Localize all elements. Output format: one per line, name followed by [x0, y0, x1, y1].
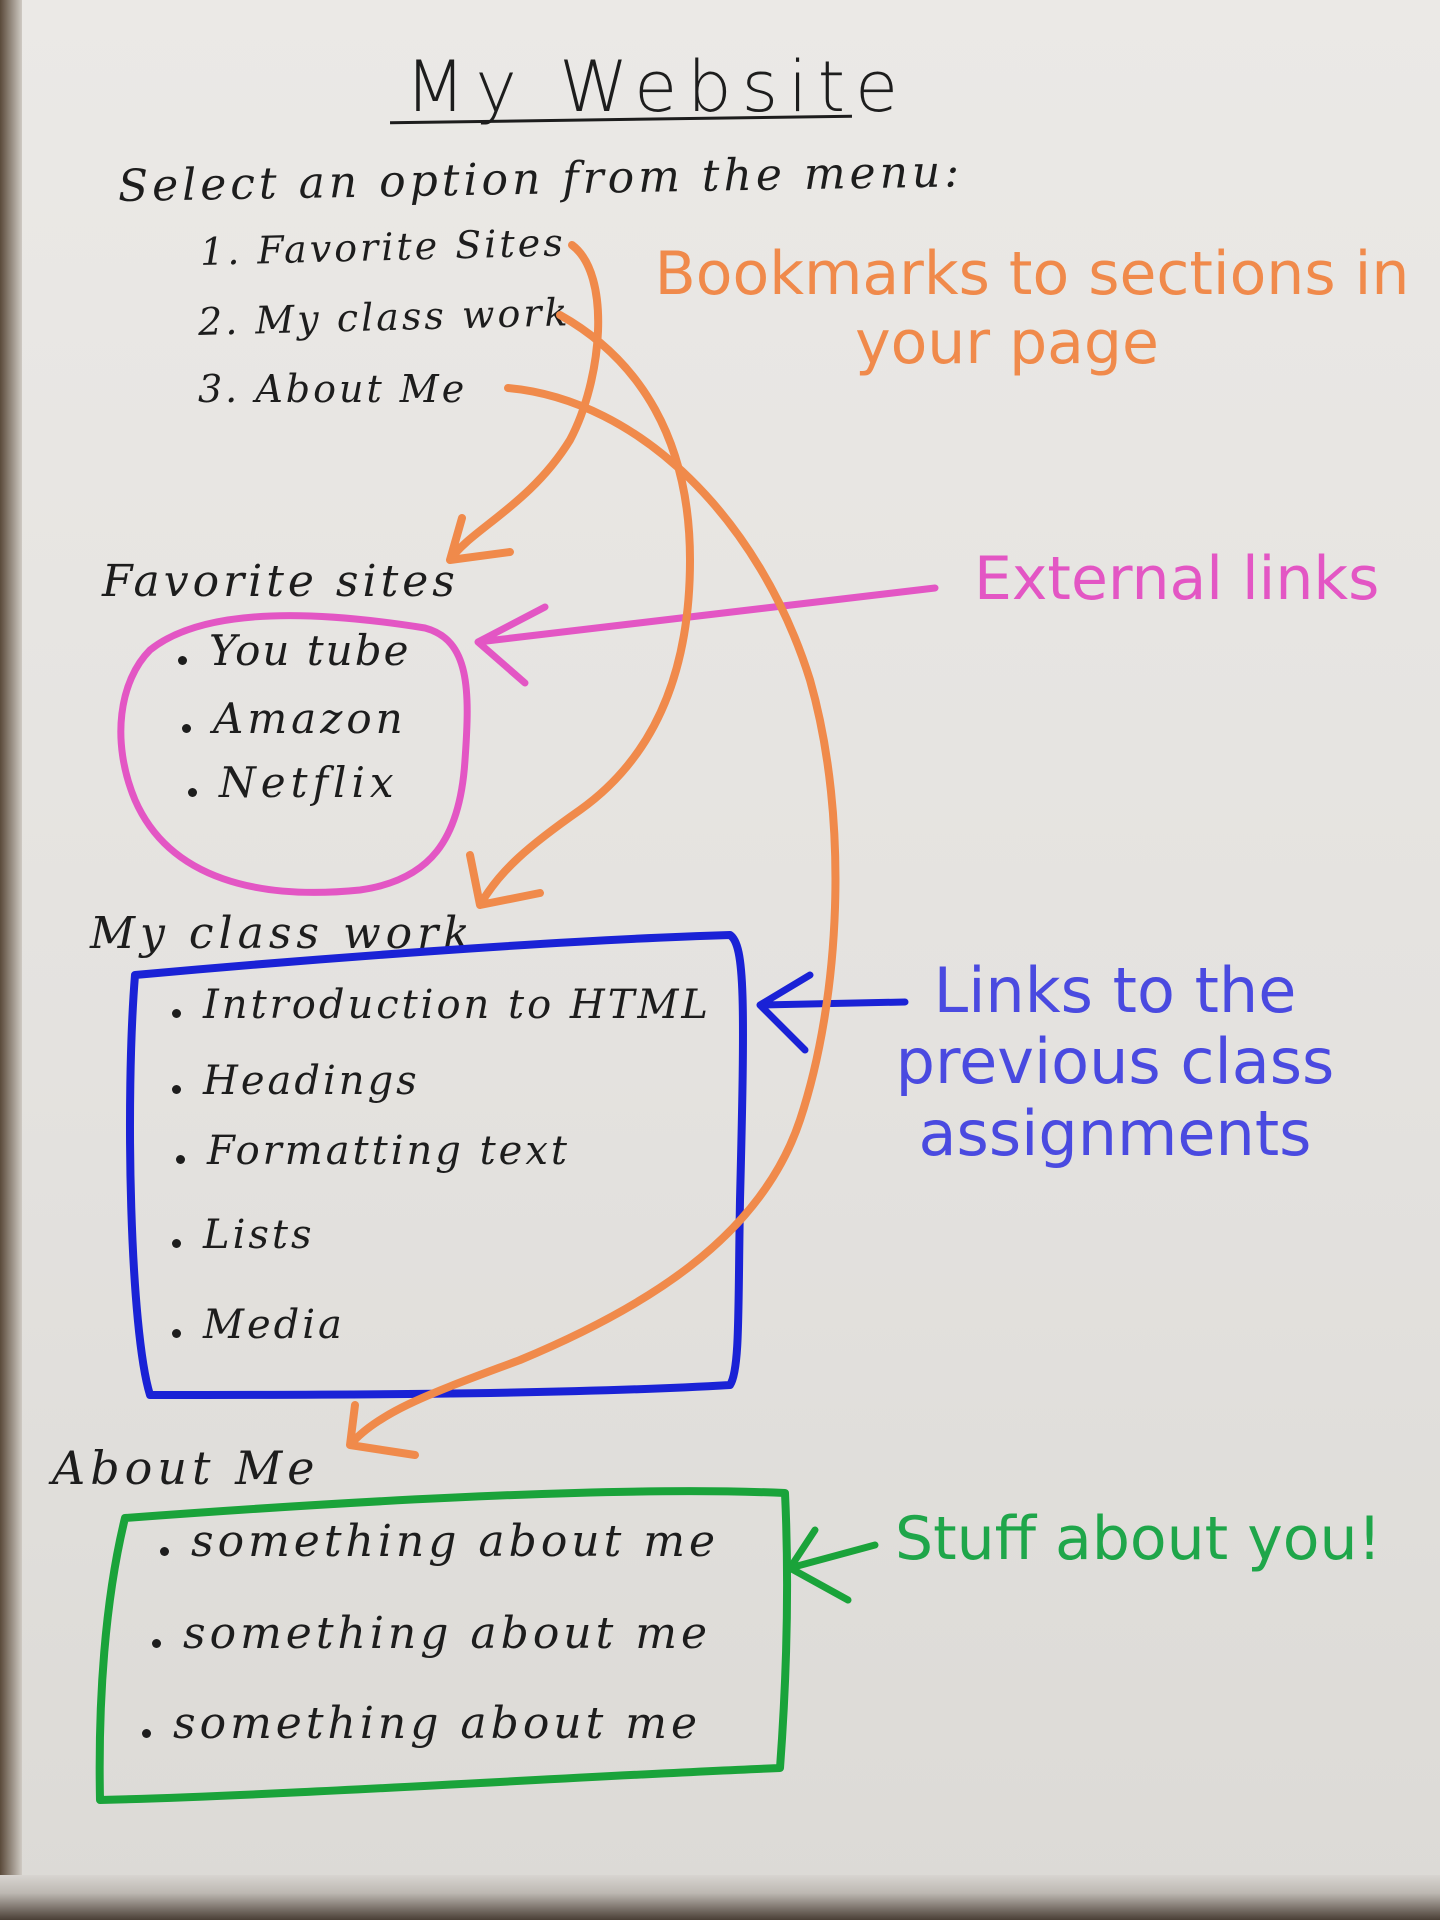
external-links-arrow	[474, 584, 939, 687]
classwork-heading: My class work	[90, 908, 475, 959]
bullet-dot	[188, 788, 197, 797]
bookmark-arrow-classwork	[466, 311, 694, 909]
favorites-heading: Favorite sites	[102, 556, 459, 607]
class-links-annotation-line3: assignments	[918, 1096, 1312, 1170]
bookmarks-annotation-line2: your page	[855, 308, 1159, 378]
page-edge-bottom	[0, 1875, 1440, 1920]
list-item[interactable]: Formatting text	[176, 1131, 570, 1171]
class-links-annotation: Links to the previous class assignments	[880, 955, 1350, 1169]
classwork-box	[126, 931, 747, 1399]
bullet-dot	[160, 1547, 169, 1556]
stuff-about-you-arrow	[786, 1526, 879, 1604]
list-item[interactable]: Media	[172, 1305, 345, 1345]
list-item[interactable]: Introduction to HTML	[172, 985, 711, 1025]
page-edge-left	[0, 0, 22, 1920]
bookmarks-annotation-line1: Bookmarks to sections in	[654, 239, 1410, 309]
list-item[interactable]: Headings	[172, 1061, 420, 1101]
about-heading: About Me	[52, 1441, 320, 1495]
list-item[interactable]: something about me	[152, 1612, 711, 1656]
bullet-dot	[178, 656, 187, 665]
list-item[interactable]: Amazon	[182, 698, 407, 740]
list-item[interactable]: Netflix	[188, 762, 399, 804]
bookmark-arrow-about	[346, 384, 840, 1459]
bullet-dot	[172, 1085, 181, 1094]
bullet-dot	[142, 1729, 151, 1738]
bullet-dot	[172, 1329, 181, 1338]
class-links-arrow	[756, 971, 909, 1054]
bullet-dot	[182, 724, 191, 733]
list-item[interactable]: You tube	[178, 630, 410, 672]
bullet-dot	[176, 1155, 185, 1164]
page-title: My Website	[405, 46, 909, 128]
list-item[interactable]: something about me	[142, 1702, 701, 1746]
list-item[interactable]: Lists	[172, 1215, 314, 1255]
class-links-annotation-line2: previous class	[895, 1025, 1335, 1099]
favorites-circle	[117, 612, 471, 896]
external-links-annotation: External links	[974, 544, 1380, 614]
bookmark-arrow-favorites	[446, 241, 603, 564]
bookmarks-annotation: Bookmarks to sections in your page	[642, 240, 1422, 378]
about-box	[95, 1487, 792, 1804]
list-item[interactable]: something about me	[160, 1520, 719, 1564]
menu-item-about-me[interactable]: 3. About Me	[198, 367, 468, 411]
class-links-annotation-line1: Links to the	[933, 954, 1297, 1027]
bullet-dot	[172, 1009, 181, 1018]
stuff-about-you-annotation: Stuff about you!	[895, 1504, 1382, 1574]
bullet-dot	[152, 1639, 161, 1648]
bullet-dot	[172, 1239, 181, 1248]
